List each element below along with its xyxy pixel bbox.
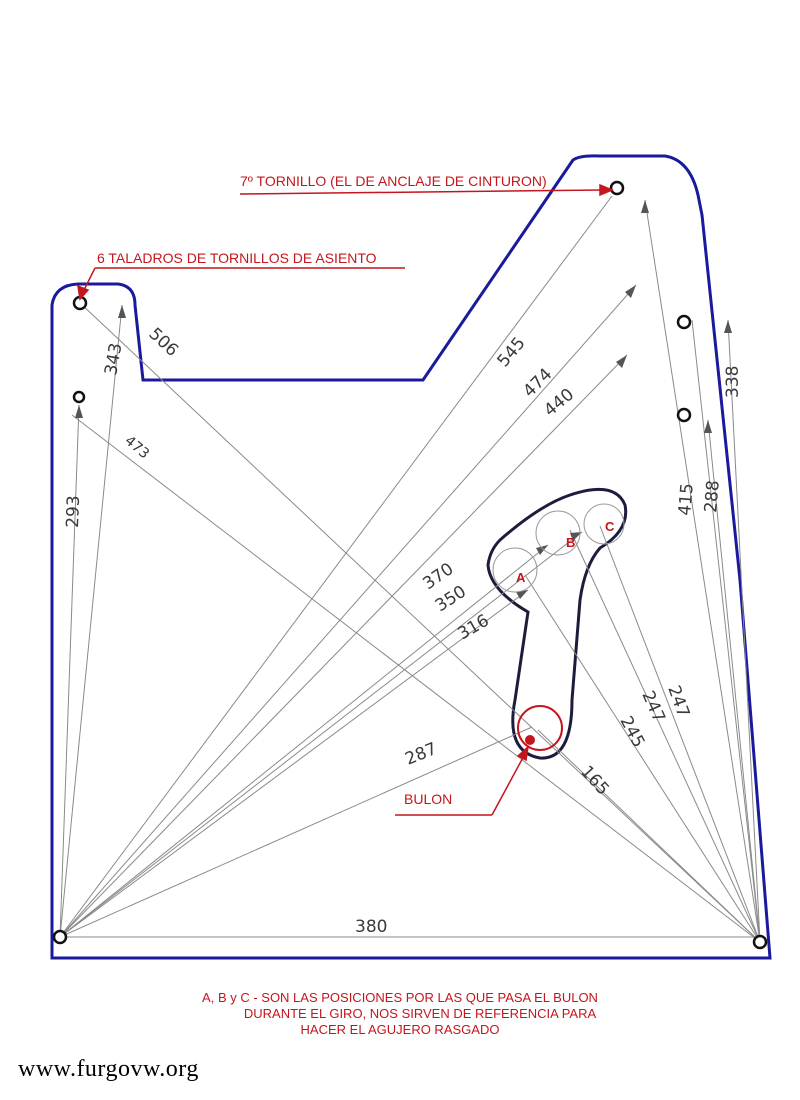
hole-bottom-right: [752, 934, 768, 950]
position-circle-b: [535, 510, 581, 556]
label-leaders: [77, 183, 614, 816]
slot-outline: [486, 487, 628, 760]
position-circles: [492, 503, 625, 593]
dimension-arrows: [75, 200, 732, 599]
bulon-circle: [517, 705, 563, 751]
bulon-dot: [525, 735, 535, 745]
dim-506: 506: [145, 324, 182, 361]
dim-343: 343: [101, 341, 126, 376]
hole-belt-anchor: [609, 180, 625, 196]
position-a-label: A: [516, 570, 526, 585]
position-circle-c: [583, 503, 625, 545]
belt-anchor-label: 7º TORNILLO (EL DE ANCLAJE DE CINTURON): [240, 173, 547, 189]
hole-right-upper: [676, 314, 692, 330]
seat-holes-label: 6 TALADROS DE TORNILLOS DE ASIENTO: [97, 250, 377, 266]
dim-338: 338: [723, 366, 743, 398]
dim-245: 245: [616, 713, 649, 751]
note-line-1: A, B y C - SON LAS POSICIONES POR LAS QU…: [202, 990, 598, 1005]
dim-545: 545: [494, 333, 530, 371]
dim-415: 415: [675, 482, 698, 516]
bulon-label: BULON: [404, 791, 452, 807]
plate-outline: [50, 154, 772, 960]
dim-473: 473: [121, 433, 152, 462]
position-circle-a: [492, 547, 538, 593]
dim-288: 288: [701, 479, 724, 513]
dim-293: 293: [63, 495, 84, 528]
hole-right-lower: [676, 407, 692, 423]
dim-287: 287: [402, 739, 440, 770]
mount-holes: [52, 180, 768, 950]
dim-380: 380: [355, 917, 387, 937]
position-c-label: C: [605, 519, 615, 534]
note-line-2: DURANTE EL GIRO, NOS SIRVEN DE REFERENCI…: [243, 1006, 597, 1021]
dim-440: 440: [540, 385, 578, 421]
note-line-3: HACER EL AGUJERO RASGADO: [300, 1022, 500, 1037]
dimension-lines: [59, 195, 761, 943]
watermark-text: www.furgovw.org: [18, 1056, 199, 1082]
dim-165: 165: [576, 762, 613, 800]
position-b-label: B: [566, 535, 575, 550]
hole-bottom-left: [52, 929, 68, 945]
hole-left-mid: [72, 390, 86, 404]
